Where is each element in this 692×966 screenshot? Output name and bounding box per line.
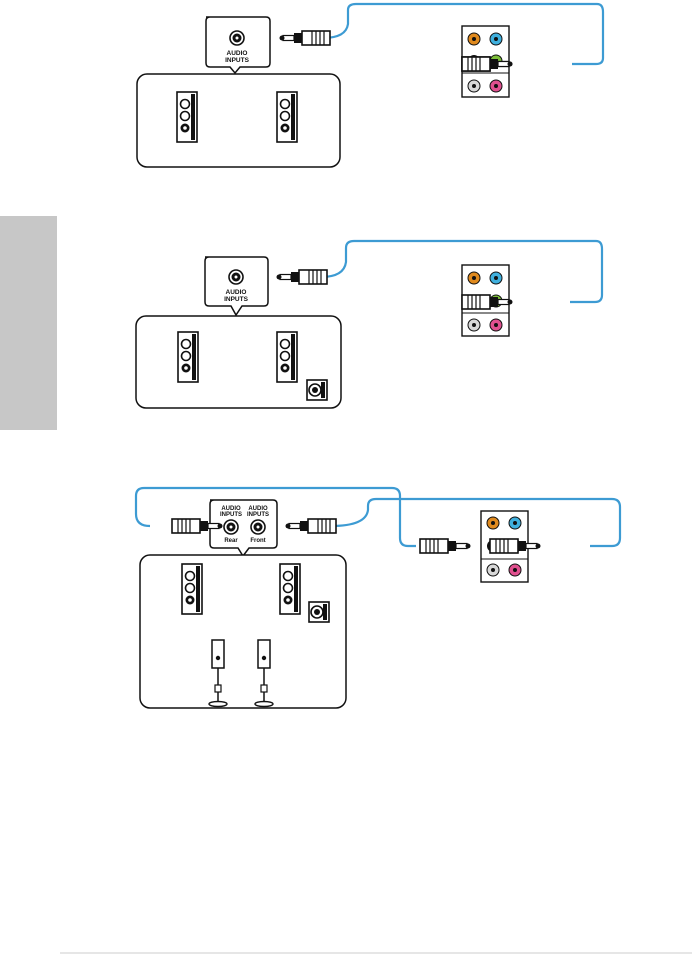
section-2-channel: AUDIO INPUTS — [136, 2, 605, 168]
audio-plug-icon — [490, 539, 541, 553]
audio-inputs-label: INPUTS — [225, 57, 250, 64]
subwoofer-icon — [308, 601, 330, 623]
floor-speaker-icon — [177, 331, 199, 383]
section-2-1-channel: AUDIO INPUTS — [135, 239, 604, 409]
speaker-group-box — [139, 554, 347, 709]
audio-plug-icon — [286, 519, 337, 533]
sidebar-tab — [0, 216, 57, 430]
audio-inputs-label: AUDIO — [226, 289, 247, 296]
cable — [320, 239, 604, 304]
audio-plug-icon — [277, 270, 328, 284]
speaker-group-box — [136, 73, 341, 168]
audio-jack-icon — [229, 30, 245, 46]
front-label: Front — [250, 538, 265, 544]
audio-jack-icon — [223, 519, 239, 535]
audio-jack-icon — [228, 269, 244, 285]
audio-inputs-callout — [204, 256, 269, 317]
audio-inputs-label: INPUTS — [247, 512, 269, 518]
subwoofer-icon — [306, 379, 328, 401]
audio-plug-icon — [280, 31, 331, 45]
audio-plug-icon — [419, 538, 472, 554]
section-4-1-channel: AUDIO INPUTS AUDIO INPUTS Rear Front — [134, 486, 622, 709]
audio-inputs-label: AUDIO — [227, 50, 248, 57]
audio-inputs-label: AUDIO — [248, 506, 268, 512]
rear-label: Rear — [224, 538, 238, 544]
audio-inputs-label: INPUTS — [220, 512, 242, 518]
floor-speaker-icon — [176, 91, 198, 143]
floor-speaker-icon — [276, 331, 298, 383]
floor-speaker-icon — [276, 91, 298, 143]
floor-speaker-icon — [181, 563, 203, 615]
floor-speaker-icon — [279, 563, 301, 615]
audio-inputs-label: AUDIO — [221, 506, 241, 512]
audio-inputs-label: INPUTS — [224, 296, 249, 303]
audio-jack-icon — [250, 519, 266, 535]
cable — [330, 497, 622, 548]
cable — [134, 486, 416, 548]
cable — [322, 2, 605, 66]
